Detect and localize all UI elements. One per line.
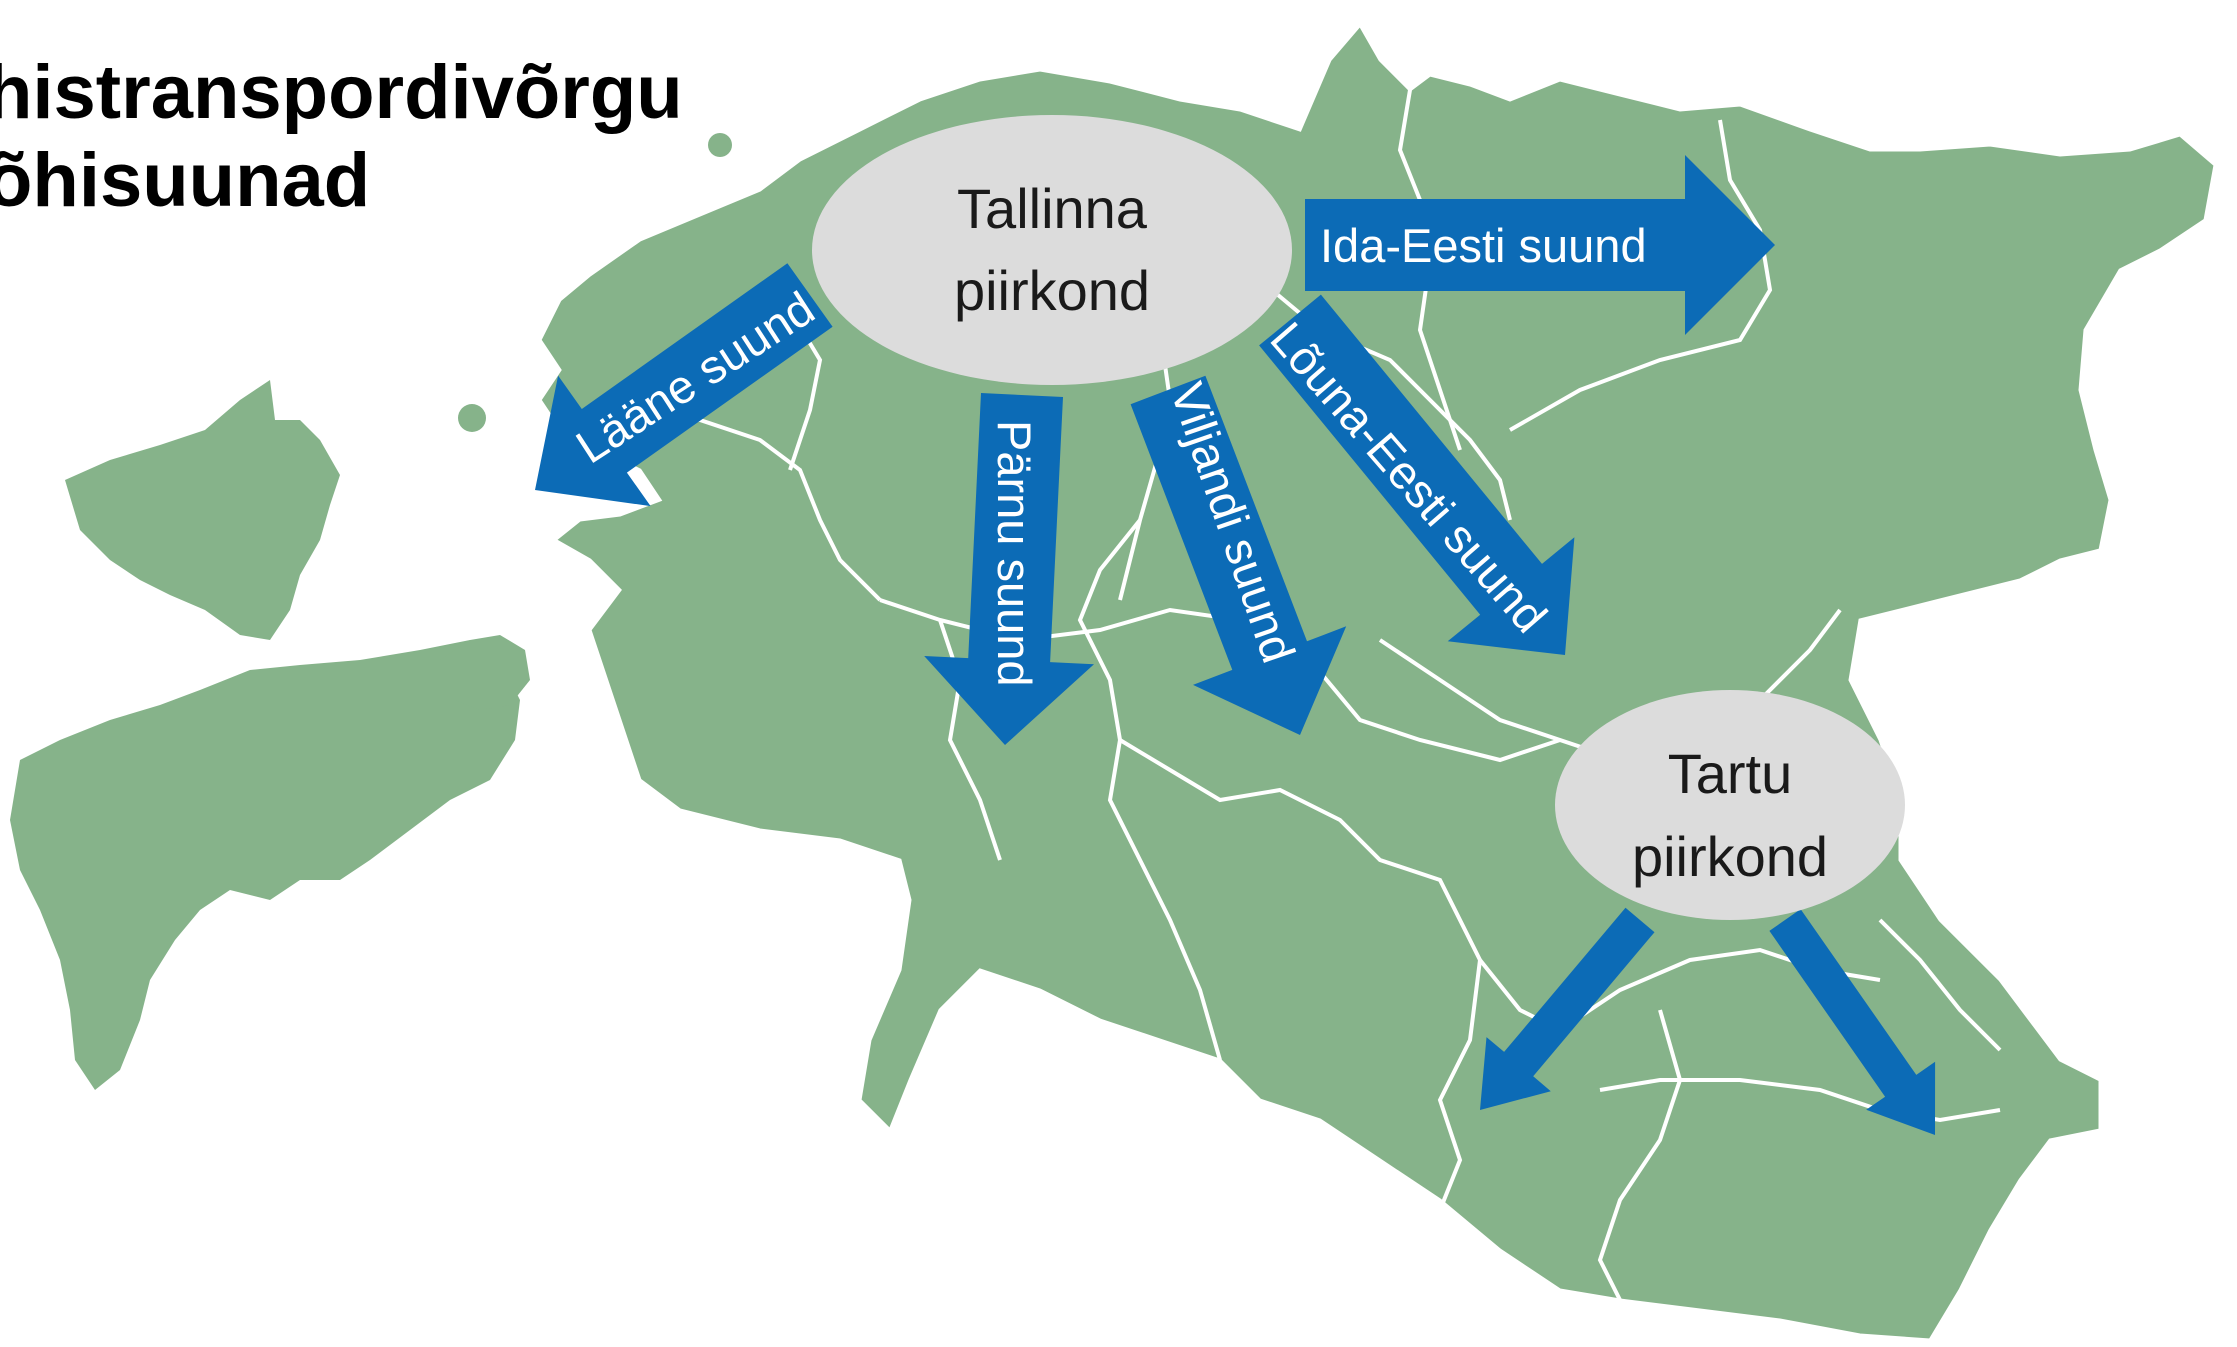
muhu-island [440, 635, 530, 710]
east-direction-arrow [1305, 155, 1775, 335]
tartu-southwest-arrow [1480, 907, 1655, 1110]
tartu-hub: Tartu piirkond [1555, 690, 1905, 920]
county-border [1878, 918, 2002, 1052]
south-direction-arrow [1259, 294, 1575, 655]
county-border [1077, 518, 1222, 1061]
saaremaa-island [10, 640, 520, 1090]
tartu-hub-label-line1: Tartu [1668, 742, 1793, 805]
tartu-hub-ellipse [1555, 690, 1905, 920]
county-border [1597, 1009, 1683, 1301]
parnu-direction-label: Pärnu suund [988, 420, 1041, 687]
tallinn-hub-label-line2: piirkond [954, 259, 1150, 322]
islet [458, 404, 486, 432]
parnu-direction-arrow [924, 393, 1094, 745]
county-border [1509, 119, 1773, 432]
county-border [1118, 738, 1482, 961]
west-direction-arrow [535, 263, 833, 507]
tartu-hub-label-line2: piirkond [1632, 825, 1828, 888]
tallinn-hub: Tallinna piirkond [812, 115, 1292, 385]
county-border [1437, 959, 1482, 1211]
east-direction-label: Ida-Eesti suund [1320, 219, 1647, 272]
islet [708, 133, 732, 157]
direction-arrows [535, 155, 1936, 1135]
tallinn-hub-ellipse [812, 115, 1292, 385]
map-title-line1: histranspordivõrgu [0, 50, 683, 135]
county-border [1599, 1078, 2001, 1123]
tartu-southeast-arrow [1769, 909, 1936, 1135]
map-title-line2: õhisuunad [0, 138, 371, 223]
viljandi-direction-arrow [1130, 375, 1347, 735]
tallinn-hub-label-line1: Tallinna [957, 177, 1148, 240]
hiiumaa-island [65, 380, 340, 640]
